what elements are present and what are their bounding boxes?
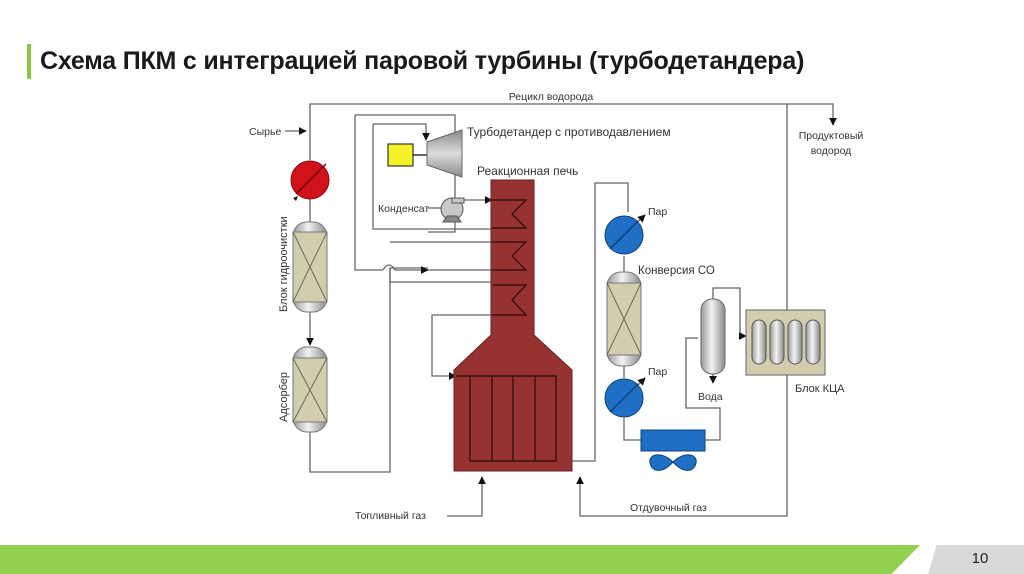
air-cooler: [640, 429, 706, 471]
piping: [285, 103, 837, 517]
separator: [700, 298, 726, 375]
label-water: Вода: [698, 391, 723, 403]
label-turboexpander: Турбодетандер с противодавлением: [467, 125, 671, 139]
label-psa-block: Блок КЦА: [795, 383, 845, 395]
label-product-hydrogen-2: водород: [811, 145, 852, 157]
label-steam-bottom: Пар: [648, 366, 667, 378]
slide-title: Схема ПКМ с интеграцией паровой турбины …: [40, 47, 805, 75]
steam-generator-bottom: [604, 378, 644, 418]
label-hydrogen-recycle: Рецикл водорода: [509, 91, 594, 103]
hydrotreating-reactor: [292, 221, 328, 313]
label-feedstock: Сырье: [249, 126, 281, 138]
page-number: 10: [971, 550, 989, 567]
label-hydrotreating-block: Блок гидроочистки: [278, 216, 290, 312]
label-co-conversion: Конверсия СО: [638, 265, 715, 277]
psa-block: [745, 309, 826, 376]
footer-green-bar: [0, 545, 920, 574]
turboexpander: [426, 129, 463, 178]
steam-generator-top: [604, 215, 644, 255]
feed-heater: [290, 160, 330, 201]
reaction-furnace: [453, 179, 573, 472]
co-conversion-reactor: [606, 271, 642, 367]
label-adsorber: Адсорбер: [278, 372, 290, 422]
adsorber-vessel: [292, 346, 328, 433]
label-fuel-gas: Топливный газ: [355, 510, 426, 522]
title-accent-bar: [27, 44, 31, 79]
label-purge-gas: Отдувочный газ: [630, 502, 707, 514]
label-product-hydrogen-1: Продуктовый: [799, 130, 864, 142]
footer-page-tab: [928, 545, 1024, 574]
label-reaction-furnace: Реакционная печь: [477, 164, 578, 178]
label-condensate: Конденсат: [378, 203, 429, 215]
condensate-pump: [440, 197, 465, 223]
recycle-line: [309, 103, 837, 132]
generator: [387, 143, 427, 167]
adsorber-outlet-line: [309, 267, 428, 473]
label-steam-top: Пар: [648, 206, 667, 218]
